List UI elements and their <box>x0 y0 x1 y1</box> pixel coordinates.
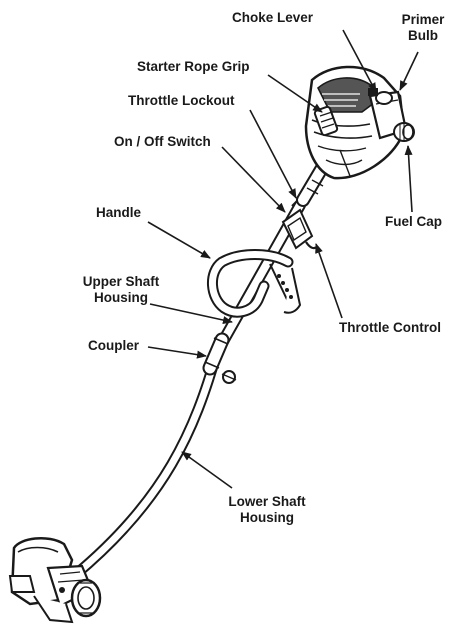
arrow-upper-shaft <box>149 303 233 324</box>
primer-bulb-part <box>375 91 393 105</box>
arrow-throttle-lockout <box>249 109 297 199</box>
arrow-on-off-switch <box>221 146 286 213</box>
arrow-throttle-control <box>315 243 343 319</box>
arrow-handle <box>147 221 211 259</box>
coupler <box>202 332 237 384</box>
label-lower-shaft-line-2: Housing <box>240 510 294 525</box>
label-upper-shaft-housing: Upper Shaft Housing <box>70 274 172 306</box>
arrow-starter-rope-grip <box>267 74 323 113</box>
label-handle: Handle <box>96 205 142 220</box>
arrow-choke-lever <box>342 29 377 93</box>
label-lower-shaft-line-1: Lower Shaft <box>228 494 306 509</box>
arrow-lower-shaft <box>181 451 233 489</box>
arrow-coupler <box>147 346 207 359</box>
arrow-primer-bulb <box>399 51 419 91</box>
fuel-cap-part <box>393 122 415 142</box>
lower-shaft-housing <box>69 346 223 581</box>
handle <box>207 249 302 318</box>
label-primer-bulb-line-1: Primer <box>401 12 445 27</box>
arrow-fuel-cap <box>404 145 413 213</box>
label-lower-shaft-housing: Lower Shaft Housing <box>218 494 316 526</box>
label-fuel-cap: Fuel Cap <box>385 214 443 229</box>
edger-head <box>8 536 102 624</box>
label-primer-bulb-line-2: Bulb <box>408 28 438 43</box>
label-throttle-control: Throttle Control <box>339 320 441 335</box>
label-starter-rope-grip: Starter Rope Grip <box>137 59 250 74</box>
drive-shaft-top <box>296 161 329 207</box>
label-upper-shaft-line-1: Upper Shaft <box>82 274 160 289</box>
label-on-off-switch: On / Off Switch <box>114 134 211 149</box>
choke-lever-part <box>368 88 378 96</box>
label-throttle-lockout: Throttle Lockout <box>128 93 235 108</box>
label-upper-shaft-line-2: Housing <box>94 290 148 305</box>
label-primer-bulb: Primer Bulb <box>398 12 448 44</box>
label-coupler: Coupler <box>88 338 140 353</box>
label-choke-lever: Choke Lever <box>232 10 314 25</box>
leader-lines <box>147 29 419 489</box>
